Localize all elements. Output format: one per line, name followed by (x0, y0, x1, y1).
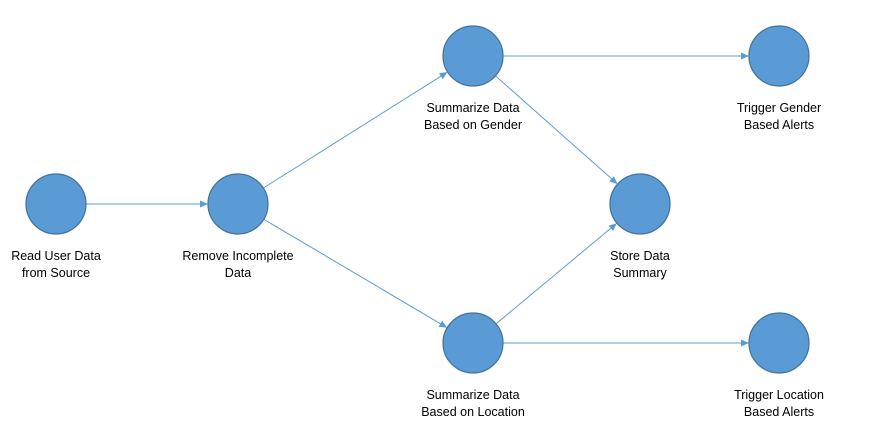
edges-layer (86, 52, 749, 347)
node-label-alert-location: Trigger Location Based Alerts (699, 387, 859, 421)
node-store (609, 173, 671, 235)
node-label-store: Store Data Summary (560, 248, 720, 282)
node-label-remove-line2: Data (224, 266, 252, 280)
node-label-remove-line1: Remove Incomplete (182, 249, 294, 263)
node-label-sum-location: Summarize Data Based on Location (393, 387, 553, 421)
edge-remove-to-sum-location (263, 218, 441, 325)
node-label-read-line1: Read User Data (11, 249, 101, 263)
node-label-sum-gender-line1: Summarize Data (426, 101, 520, 115)
arrowhead-sum-gender-to-store (609, 176, 618, 185)
node-label-store-line2: Summary (613, 266, 667, 280)
node-sum-location (442, 312, 504, 374)
node-label-alert-gender-line1: Trigger Gender (736, 101, 822, 115)
node-sum-gender (442, 25, 504, 87)
node-read (25, 173, 87, 235)
node-label-alert-location-line2: Based Alerts (743, 405, 815, 419)
node-label-remove: Remove Incomplete Data (158, 248, 318, 282)
arrowhead-remove-to-sum-location (438, 320, 448, 328)
node-label-alert-gender: Trigger Gender Based Alerts (699, 100, 859, 134)
nodes-layer (25, 25, 810, 374)
node-label-sum-location-line2: Based on Location (421, 405, 525, 419)
node-label-read: Read User Data from Source (0, 248, 136, 282)
node-label-alert-gender-line2: Based Alerts (743, 118, 815, 132)
arrowhead-remove-to-sum-gender (439, 72, 448, 80)
edge-sum-gender-to-store (495, 75, 612, 180)
arrowhead-sum-gender-to-alert-gender (741, 52, 749, 60)
node-label-sum-location-line1: Summarize Data (426, 388, 520, 402)
node-label-alert-location-line1: Trigger Location (734, 388, 824, 402)
node-label-sum-gender-line2: Based on Gender (424, 118, 522, 132)
node-label-store-line1: Store Data (610, 249, 670, 263)
node-alert-location (748, 312, 810, 374)
node-label-sum-gender: Summarize Data Based on Gender (393, 100, 553, 134)
node-label-read-line2: from Source (21, 266, 91, 280)
edge-sum-location-to-store (495, 227, 612, 325)
arrowhead-sum-location-to-alert-location (741, 339, 749, 347)
arrowhead-read-to-remove (200, 200, 208, 208)
node-remove (207, 173, 269, 235)
node-alert-gender (748, 25, 810, 87)
arrowhead-sum-location-to-store (608, 223, 617, 231)
edge-remove-to-sum-gender (263, 75, 442, 189)
